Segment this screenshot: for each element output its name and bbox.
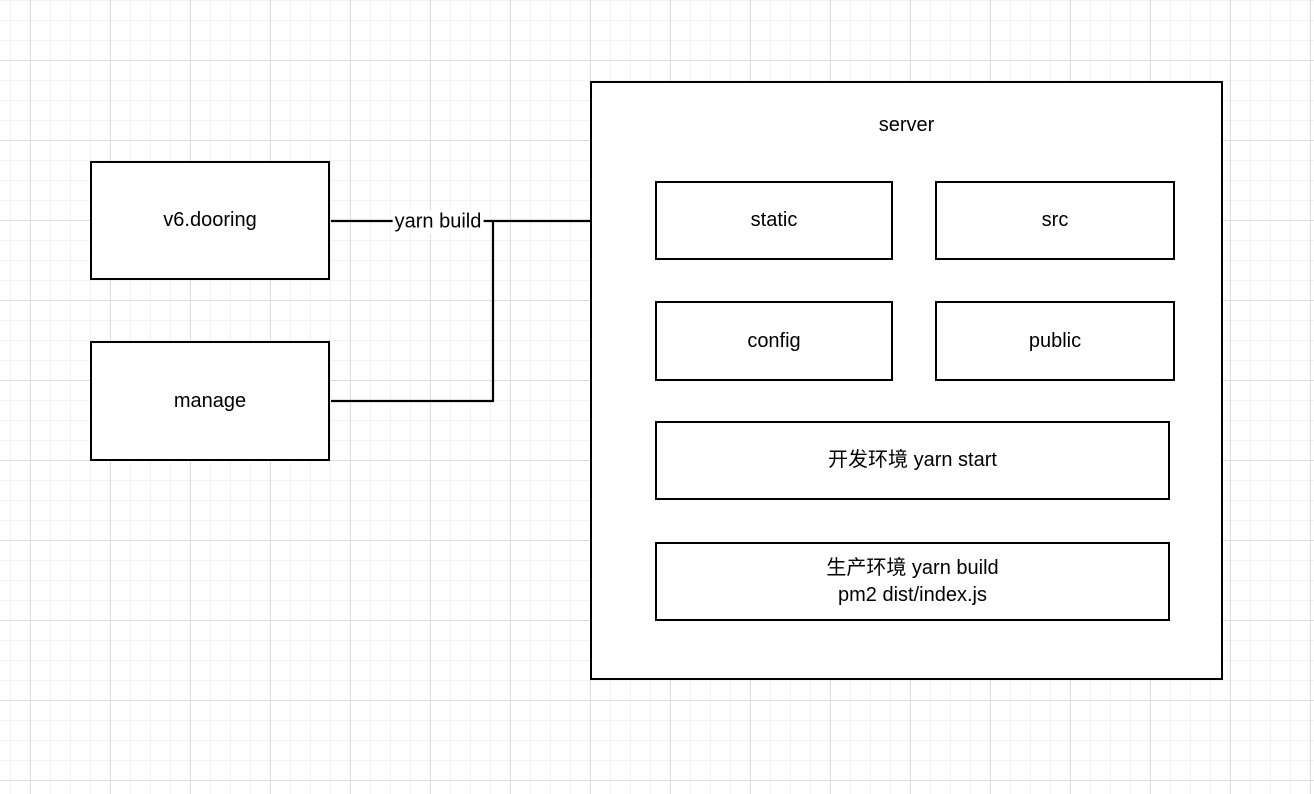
node-manage-label: manage [173,389,247,412]
node-src-label: src [1041,209,1069,231]
node-prod-env[interactable]: 生产环境 yarn build pm2 dist/index.js [655,542,1170,621]
node-v6dooring-label: v6.dooring [163,209,257,231]
node-prod-env-label: 生产环境 yarn build pm2 dist/index.js [826,555,998,609]
node-config-label: config [747,329,801,352]
node-prod-env-line1: 生产环境 yarn build [826,556,999,579]
node-src[interactable]: src [935,181,1175,260]
node-dev-env[interactable]: 开发环境 yarn start [655,421,1170,500]
edge-manage-to-build[interactable] [331,221,495,403]
node-public-label: public [1028,329,1082,352]
node-manage[interactable]: manage [90,341,330,461]
node-static[interactable]: static [655,181,893,260]
node-v6dooring[interactable]: v6.dooring [90,161,330,280]
node-static-label: static [750,209,798,231]
node-dev-env-label: 开发环境 yarn start [828,449,997,471]
edge-label-yarn-build[interactable]: yarn build [392,210,484,234]
node-public[interactable]: public [935,301,1175,381]
node-config[interactable]: config [655,301,893,381]
node-prod-env-line2: pm2 dist/index.js [838,583,987,606]
node-server-label: server [878,114,935,136]
